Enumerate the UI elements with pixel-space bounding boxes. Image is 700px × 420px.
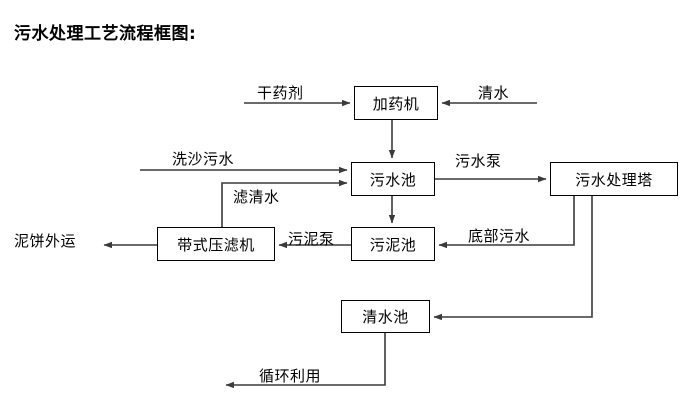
edge-label-sand-wash-sewage: 洗沙污水 xyxy=(172,150,235,168)
node-treatment-tower[interactable]: 污水处理塔 xyxy=(550,162,678,196)
edge-label-sludge-pump: 污泥泵 xyxy=(288,230,335,248)
node-sludge-pool[interactable]: 污泥池 xyxy=(351,227,435,261)
edge-label-bottom-sewage: 底部污水 xyxy=(468,227,531,245)
edge-label-dry-reagent: 干药剂 xyxy=(257,84,304,102)
edge-tower-to-clean-water xyxy=(433,196,593,321)
node-wastewater-pool[interactable]: 污水池 xyxy=(351,162,435,196)
edge-label-filtered-water: 滤清水 xyxy=(233,188,280,206)
page-title: 污水处理工艺流程框图: xyxy=(14,24,197,44)
edge-label-mud-cake-out: 泥饼外运 xyxy=(14,232,77,250)
edge-label-clean-water-in: 清水 xyxy=(478,84,510,102)
edge-label-recycle-reuse: 循环利用 xyxy=(259,367,322,385)
edge-label-sewage-pump: 污水泵 xyxy=(455,152,502,170)
node-belt-filter-press[interactable]: 带式压滤机 xyxy=(157,227,275,261)
node-clean-water-pool[interactable]: 清水池 xyxy=(341,300,430,333)
node-dosing-machine[interactable]: 加药机 xyxy=(354,86,438,120)
